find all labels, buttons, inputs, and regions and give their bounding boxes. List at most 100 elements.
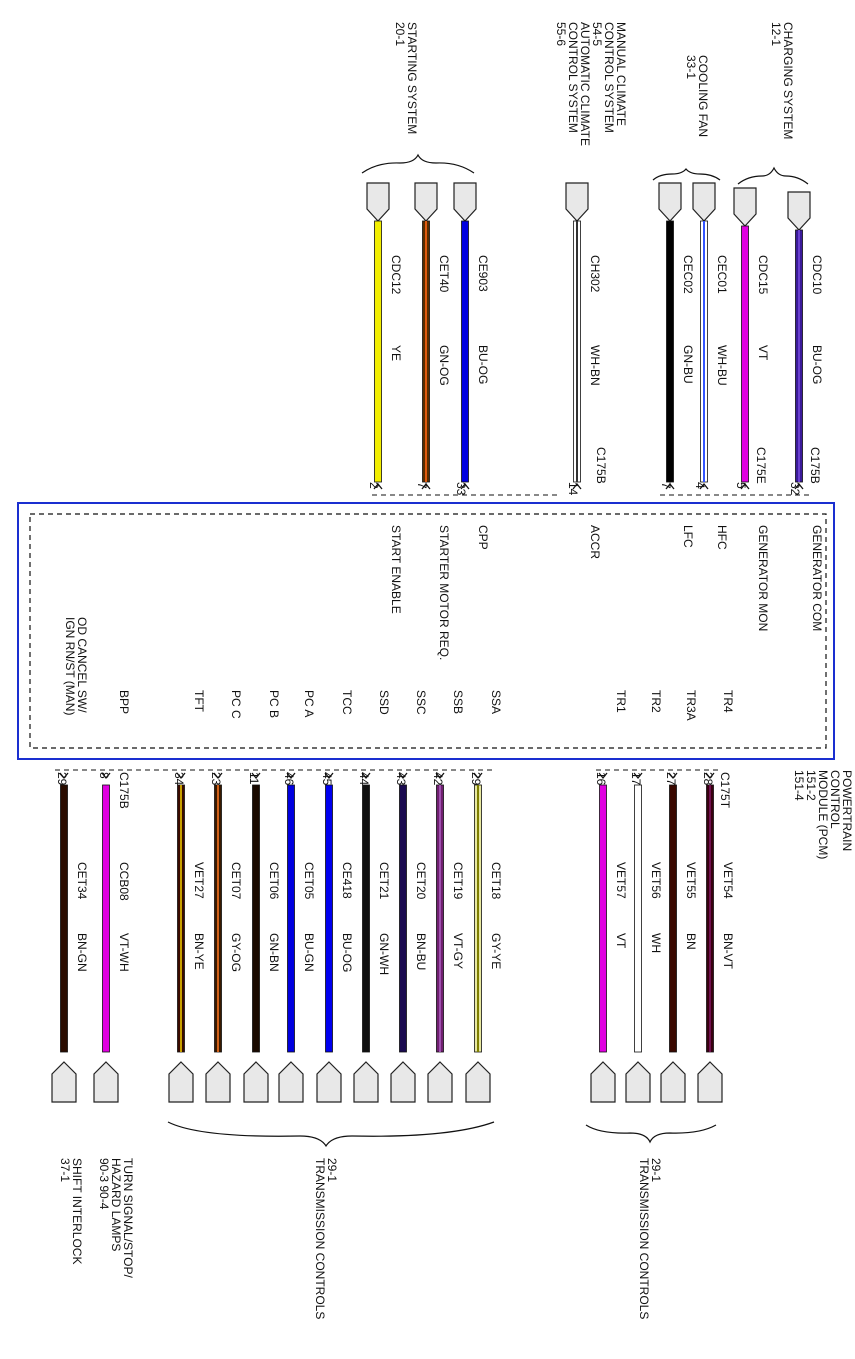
climate-system-label-3: AUTOMATIC CLIMATE [578, 22, 592, 146]
bottom-pin-arrow-12 [598, 772, 608, 780]
bottom-pin-number-15: 28 [701, 772, 715, 786]
top-wire-color-7: VT [756, 345, 770, 361]
module-name-line-3: MODULE (PCM) [816, 770, 830, 859]
turn-signal-ref: 90-3 90-4 [97, 1158, 111, 1210]
top-wire-6 [700, 220, 708, 483]
top-connector-1 [366, 182, 390, 222]
bottom-circuit-id-9: CET20 [414, 862, 428, 900]
charging-system-label: CHARGING SYSTEM [781, 22, 795, 139]
top-connector-3 [453, 182, 477, 222]
bottom-wire-color-5: GN-BN [267, 933, 281, 972]
pcm-module-outline [17, 502, 835, 760]
top-wire-color-2: GN-OG [437, 345, 451, 386]
bottom-circuit-id-7: CE418 [340, 862, 354, 899]
bottom-connector-5 [243, 1061, 269, 1103]
bottom-connector-12 [590, 1061, 616, 1103]
bottom-signal-13: TR2 [649, 690, 663, 713]
top-connector-5 [658, 182, 682, 222]
bottom-signal-line2-1: IGN RN/ST (MAN) [63, 617, 77, 715]
bottom-signal-12: TR1 [614, 690, 628, 713]
trans-brace-b [585, 1124, 717, 1144]
top-pin-arrow-7 [740, 482, 750, 490]
bottom-wire-9 [399, 784, 407, 1053]
bottom-pin-arrow-10 [435, 772, 445, 780]
bottom-pin-number-2: 8 [97, 772, 111, 779]
top-wire-color-4: WH-BN [588, 345, 602, 386]
top-signal-1: START ENABLE [389, 525, 403, 614]
bottom-signal-15: TR4 [721, 690, 735, 713]
trans-controls-ref-a: 29-1 [325, 1158, 339, 1182]
top-signal-4: ACCR [588, 525, 602, 559]
top-pin-number-3: 33 [454, 482, 468, 496]
bottom-wire-13 [634, 784, 642, 1053]
top-circuit-id-3: CE903 [476, 255, 490, 292]
top-pin-number-1: 2 [367, 482, 381, 489]
bottom-circuit-id-3: VET27 [192, 862, 206, 899]
top-connector-7 [733, 187, 757, 227]
bottom-connector-10 [427, 1061, 453, 1103]
bottom-pin-number-10: 42 [431, 772, 445, 786]
top-pin-number-7: 5 [734, 482, 748, 489]
bottom-wire-color-6: BU-GN [302, 933, 316, 972]
top-wire-4 [573, 220, 581, 483]
top-connector-2 [414, 182, 438, 222]
bottom-wire-4 [214, 784, 222, 1053]
bottom-wire-5 [252, 784, 260, 1053]
charging-system-ref: 12-1 [769, 22, 783, 46]
bottom-circuit-id-12: VET57 [614, 862, 628, 899]
bottom-wire-10 [436, 784, 444, 1053]
top-pin-arrow-2 [421, 482, 431, 490]
charging-brace [737, 166, 809, 185]
bottom-pin-arrow-11 [473, 772, 483, 780]
bottom-wire-color-10: VT-GY [451, 933, 465, 969]
bottom-wire-1 [60, 784, 68, 1053]
bottom-pin-number-3: 34 [172, 772, 186, 786]
bottom-pin-arrow-4 [213, 772, 223, 780]
bottom-pin-number-8: 44 [357, 772, 371, 786]
top-signal-5: LFC [681, 525, 695, 548]
bottom-wire-color-11: GY-YE [489, 933, 503, 969]
bottom-wire-14 [669, 784, 677, 1053]
bottom-connector-13 [625, 1061, 651, 1103]
top-circuit-id-2: CET40 [437, 255, 451, 293]
bottom-pin-arrow-2 [101, 772, 111, 780]
bottom-wire-color-7: BU-OG [340, 933, 354, 972]
top-circuit-id-5: CEC02 [681, 255, 695, 294]
bottom-wire-color-9: BN-BU [414, 933, 428, 970]
top-wire-color-1: YE [389, 345, 403, 361]
top-connector-8 [787, 191, 811, 231]
top-circuit-id-7: CDC15 [756, 255, 770, 295]
bottom-signal-5: PC B [267, 690, 281, 718]
bottom-circuit-id-1: CET34 [75, 862, 89, 900]
top-circuit-id-4: CH302 [588, 255, 602, 293]
trans-controls-ref-b: 29-1 [649, 1158, 663, 1182]
bottom-pin-number-11: 29 [469, 772, 483, 786]
top-wire-color-3: BU-OG [476, 345, 490, 384]
bottom-circuit-id-13: VET56 [649, 862, 663, 899]
bottom-wire-12 [599, 784, 607, 1053]
top-pin-number-5: 7 [659, 482, 673, 489]
top-pin-arrow-3 [460, 482, 470, 490]
starting-brace [361, 153, 475, 174]
climate-system-label-4: CONTROL SYSTEM [566, 22, 580, 133]
bottom-pin-number-6: 46 [282, 772, 296, 786]
bottom-connector-4 [205, 1061, 231, 1103]
connector-c175b-bottom: C175B [117, 772, 131, 809]
bottom-wire-color-8: GN-WH [377, 933, 391, 975]
top-wire-3 [461, 220, 469, 483]
top-wire-color-6: WH-BU [715, 345, 729, 386]
bottom-circuit-id-2: CCB08 [117, 862, 131, 901]
bottom-connector-3 [168, 1061, 194, 1103]
bottom-connector-15 [697, 1061, 723, 1103]
trans-brace-a [167, 1121, 495, 1148]
turn-signal-label-1: TURN SIGNAL/STOP/ [121, 1158, 135, 1278]
starting-system-ref: 20-1 [393, 22, 407, 46]
bottom-pin-arrow-1 [59, 772, 69, 780]
pcm-module-inner [29, 513, 827, 749]
bottom-wire-8 [362, 784, 370, 1053]
bottom-wire-2 [102, 784, 110, 1053]
trans-controls-label-b: TRANSMISSION CONTROLS [637, 1158, 651, 1319]
connector-c175b-top-2: C175B [808, 447, 822, 484]
starting-system-label: STARTING SYSTEM [405, 22, 419, 134]
